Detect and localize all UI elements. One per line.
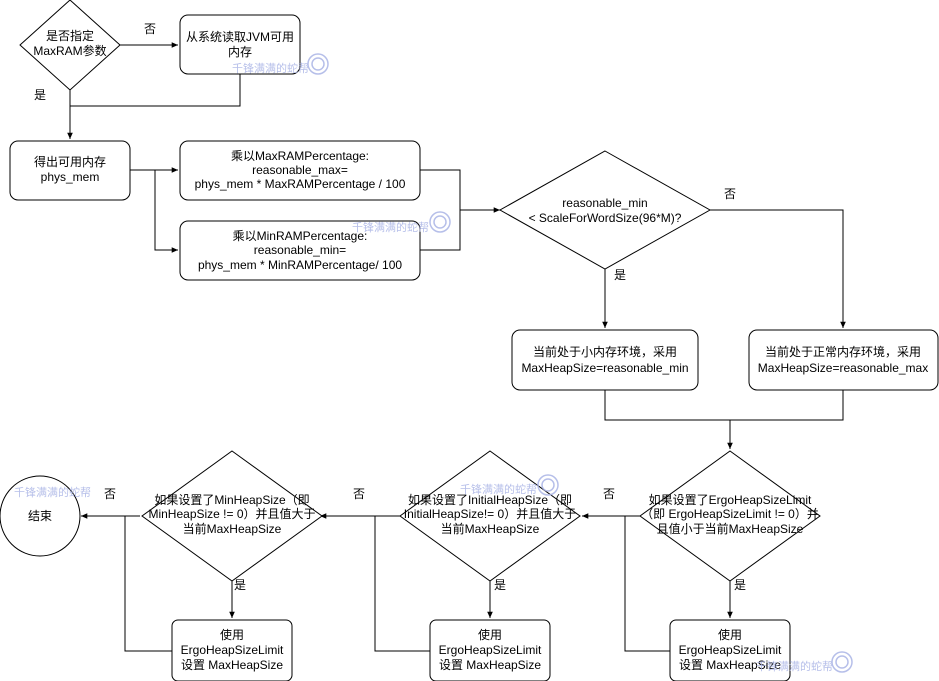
label-initial-no: 否: [353, 487, 365, 501]
label-maxram-yes: 是: [34, 88, 46, 102]
node-read-jvm: 从系统读取JVM可用 内存: [179, 14, 301, 75]
watermarks: 千锋满满的蛇帮 千锋满满的蛇帮 千锋满满的蛇帮 千锋满满的蛇帮 千锋满满的蛇帮: [14, 53, 853, 673]
node-normal-env: 当前处于正常内存环境，采用 MaxHeapSize=reasonable_max: [748, 329, 939, 391]
label-scale-yes: 是: [614, 268, 626, 282]
node-mul-min-line-3: phys_mem * MinRAMPercentage/ 100: [198, 258, 402, 272]
label-min-yes: 是: [234, 578, 246, 592]
edge-use1-join: [124, 516, 172, 652]
node-use-ergo-3-line-2: ErgoHeapSizeLimit: [679, 643, 782, 657]
watermark-text-4: 千锋满满的蛇帮: [14, 485, 91, 499]
label-scale-no: 否: [724, 187, 736, 201]
node-mul-max: 乘以MaxRAMPercentage: reasonable_max= phys…: [179, 140, 421, 201]
edge-use2-join: [374, 516, 430, 652]
watermark-3: 千锋满满的蛇帮: [460, 474, 559, 496]
node-use-ergo-1-line-3: 设置 MaxHeapSize: [181, 658, 283, 672]
node-mul-max-line-3: phys_mem * MaxRAMPercentage / 100: [195, 177, 406, 191]
node-use-ergo-3-line-3: 设置 MaxHeapSize: [679, 658, 781, 672]
node-q-scale-line-2: < ScaleForWordSize(96*M)?: [529, 211, 682, 225]
node-use-ergo-2: 使用 ErgoHeapSizeLimit 设置 MaxHeapSize: [429, 619, 551, 681]
node-use-ergo-3: 使用 ErgoHeapSizeLimit 设置 MaxHeapSize: [669, 619, 791, 681]
watermark-2: 千锋满满的蛇帮: [352, 211, 451, 234]
node-q-min-line-2: MinHeapSize != 0）并且值大于: [148, 506, 315, 521]
node-q-maxram: 是否指定 MaxRAM参数: [19, 0, 121, 91]
edge-labels: 否 是 是 否 否 是 否 是 否 是: [34, 22, 746, 592]
node-mul-min: 乘以MinRAMPercentage: reasonable_min= phys…: [179, 220, 421, 281]
edges: [67, 42, 846, 652]
label-ergo-no: 否: [603, 487, 615, 501]
node-read-jvm-line-2: 内存: [228, 45, 252, 59]
watermark-4: 千锋满满的蛇帮: [14, 485, 91, 499]
label-ergo-yes: 是: [734, 578, 746, 592]
node-small-env-line-1: 当前处于小内存环境，采用: [533, 344, 677, 359]
edge-readjvm-join: [70, 74, 241, 107]
node-q-min-line-3: 当前MaxHeapSize: [183, 521, 282, 536]
node-q-min: 如果设置了MinHeapSize（即 MinHeapSize != 0）并且值大…: [141, 450, 323, 582]
node-normal-env-line-2: MaxHeapSize=reasonable_max: [758, 361, 928, 375]
label-initial-yes: 是: [494, 578, 506, 592]
node-mul-min-line-2: reasonable_min=: [254, 243, 346, 257]
watermark-text-3: 千锋满满的蛇帮: [460, 482, 537, 496]
node-read-jvm-line-1: 从系统读取JVM可用: [186, 30, 294, 44]
node-q-scale: reasonable_min < ScaleForWordSize(96*M)?: [498, 150, 712, 270]
node-phys-mem-line-2: phys_mem: [41, 170, 100, 184]
node-end: 结束: [0, 475, 81, 557]
label-min-no: 否: [104, 487, 116, 501]
node-phys-mem-line-1: 得出可用内存: [34, 154, 106, 169]
edge-scale-no: [710, 209, 846, 328]
node-q-ergo-line-1: 如果设置了ErgoHeapSizeLimit: [649, 492, 812, 507]
node-use-ergo-3-line-1: 使用: [718, 627, 742, 642]
node-use-ergo-2-line-1: 使用: [478, 627, 502, 642]
node-use-ergo-1-line-2: ErgoHeapSizeLimit: [181, 643, 284, 657]
watermark-text-2: 千锋满满的蛇帮: [352, 220, 429, 234]
node-use-ergo-1: 使用 ErgoHeapSizeLimit 设置 MaxHeapSize: [171, 619, 293, 681]
node-use-ergo-2-line-3: 设置 MaxHeapSize: [439, 658, 541, 672]
node-mul-max-line-1: 乘以MaxRAMPercentage:: [231, 149, 369, 163]
node-mul-min-line-1: 乘以MinRAMPercentage:: [233, 229, 368, 243]
watermark-text-5: 千锋满满的蛇帮: [756, 659, 833, 673]
node-q-maxram-line-1: 是否指定: [46, 28, 94, 43]
node-q-maxram-line-2: MaxRAM参数: [33, 43, 106, 58]
node-mul-max-line-2: reasonable_max=: [252, 163, 348, 177]
node-q-initial-line-2: InitialHeapSize!= 0）并且值大于: [404, 506, 576, 521]
node-phys-mem: 得出可用内存 phys_mem: [9, 140, 131, 201]
node-q-ergo: 如果设置了ErgoHeapSizeLimit （即 ErgoHeapSizeLi…: [639, 450, 821, 582]
watermark-5: 千锋满满的蛇帮: [756, 651, 853, 673]
node-end-label: 结束: [28, 509, 52, 523]
node-use-ergo-1-line-1: 使用: [220, 627, 244, 642]
node-small-env: 当前处于小内存环境，采用 MaxHeapSize=reasonable_min: [511, 329, 699, 391]
node-q-initial-line-3: 当前MaxHeapSize: [441, 521, 540, 536]
edge-merge-percentages: [420, 169, 461, 251]
watermark-1: 千锋满满的蛇帮: [232, 53, 329, 75]
watermark-text-1: 千锋满满的蛇帮: [232, 61, 309, 75]
node-q-ergo-line-2: （即 ErgoHeapSizeLimit != 0）并: [641, 507, 819, 521]
node-normal-env-line-1: 当前处于正常内存环境，采用: [765, 344, 921, 359]
node-q-scale-line-1: reasonable_min: [562, 196, 647, 210]
node-q-initial-line-1: 如果设置了InitialHeapSize（即: [408, 492, 572, 507]
node-q-min-line-1: 如果设置了MinHeapSize（即: [154, 492, 309, 507]
edge-merge-env: [604, 390, 844, 421]
edge-use3-join: [624, 516, 670, 652]
node-use-ergo-2-line-2: ErgoHeapSizeLimit: [439, 643, 542, 657]
node-small-env-line-2: MaxHeapSize=reasonable_min: [521, 361, 688, 375]
label-maxram-no: 否: [144, 22, 156, 36]
node-q-ergo-line-3: 且值小于当前MaxHeapSize: [657, 521, 804, 536]
node-q-initial: 如果设置了InitialHeapSize（即 InitialHeapSize!=…: [399, 450, 581, 582]
edge-phys-to-min: [130, 169, 178, 253]
